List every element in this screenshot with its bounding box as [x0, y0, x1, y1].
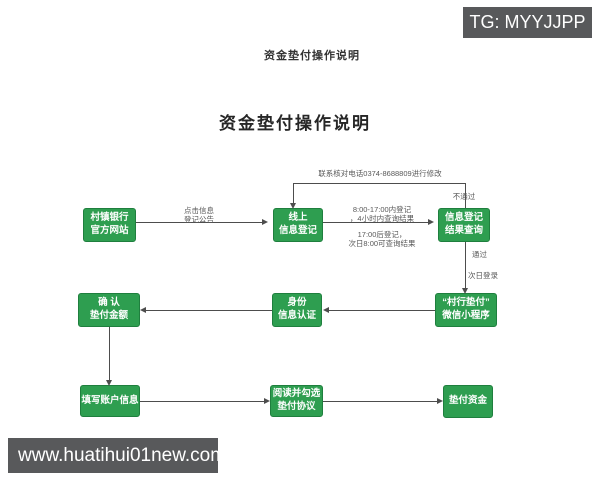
arrowhead-query-to-miniprogram-icon — [462, 288, 468, 294]
node-result-query-line2: 结果查询 — [444, 225, 483, 236]
arrowhead-confirm-to-account-icon — [106, 380, 112, 386]
node-identity-auth-line1: 身份 — [287, 297, 307, 309]
node-agreement-line1: 阅读并勾选 — [272, 388, 321, 400]
arrow-identity-to-confirm — [146, 310, 272, 311]
node-confirm-amount: 确 认 垫付金额 — [78, 293, 140, 327]
node-online-registration-line2: 信息登记 — [278, 225, 317, 236]
node-agreement: 阅读并勾选 垫付协议 — [270, 385, 323, 417]
node-result-query-line1: 信息登记 — [444, 212, 483, 224]
arrow-confirm-to-account — [109, 327, 110, 380]
node-online-registration: 线上 信息登记 — [273, 208, 323, 242]
label-fail: 不通过 — [452, 192, 476, 201]
arrow-miniprogram-to-identity — [329, 310, 435, 311]
label-pass: 通过 — [472, 250, 487, 259]
arrowhead-agreement-to-funds-icon — [437, 398, 443, 404]
arrowhead-account-to-agreement-icon — [264, 398, 270, 404]
node-bank-site: 村镇银行 官方网站 — [83, 208, 136, 242]
node-bank-site-line2: 官方网站 — [90, 225, 129, 236]
page-subtitle: 资金垫付操作说明 — [264, 50, 360, 62]
feedback-line-left — [293, 183, 294, 203]
arrowhead-bank-to-online-icon — [262, 219, 268, 225]
node-fill-account: 填写账户信息 — [80, 385, 140, 417]
node-result-query: 信息登记 结果查询 — [438, 208, 490, 242]
arrowhead-feedback-down-icon — [290, 203, 296, 209]
arrowhead-miniprogram-to-identity-icon — [323, 307, 329, 313]
node-confirm-amount-line2: 垫付金额 — [89, 310, 128, 321]
node-identity-auth: 身份 信息认证 — [272, 293, 322, 327]
arrowhead-identity-to-confirm-icon — [140, 307, 146, 313]
label-evening-registration: 17:00后登记， 次日8:00可查询结果 — [348, 230, 416, 248]
arrow-query-to-miniprogram — [465, 242, 466, 288]
node-advance-funds: 垫付资金 — [443, 385, 493, 418]
arrowhead-online-to-query-icon — [428, 219, 434, 225]
node-fill-account-line1: 填写账户信息 — [81, 394, 139, 406]
node-agreement-line2: 垫付协议 — [277, 401, 316, 412]
label-next-day-login: 次日登录 — [468, 271, 498, 280]
arrow-account-to-agreement — [140, 401, 264, 402]
label-daytime-registration: 8:00-17:00内登记 ，4小时内查询结果 — [349, 205, 415, 223]
node-identity-auth-line2: 信息认证 — [277, 310, 316, 321]
node-confirm-amount-line1: 确 认 — [98, 297, 120, 309]
feedback-line-top — [293, 183, 465, 184]
node-advance-funds-line1: 垫付资金 — [448, 395, 487, 407]
label-click-notice: 点击信息 登记公告 — [184, 206, 214, 224]
tg-watermark-badge: TG: MYYJJPP — [463, 7, 592, 38]
node-mini-program-line2: 微信小程序 — [442, 310, 490, 321]
node-bank-site-line1: 村镇银行 — [90, 212, 129, 224]
page-title: 资金垫付操作说明 — [219, 114, 371, 133]
arrow-agreement-to-funds — [323, 401, 437, 402]
node-mini-program: “村行垫付” 微信小程序 — [435, 293, 497, 327]
feedback-line-right — [465, 183, 466, 208]
label-contact-phone: 联系核对电话0374-8688809进行修改 — [318, 169, 442, 178]
node-mini-program-line1: “村行垫付” — [442, 297, 490, 309]
site-watermark-badge: www.huatihui01new.com — [8, 438, 226, 473]
arrow-bank-to-online — [136, 222, 262, 223]
arrow-online-to-query — [323, 222, 428, 223]
node-online-registration-line1: 线上 — [288, 212, 308, 224]
